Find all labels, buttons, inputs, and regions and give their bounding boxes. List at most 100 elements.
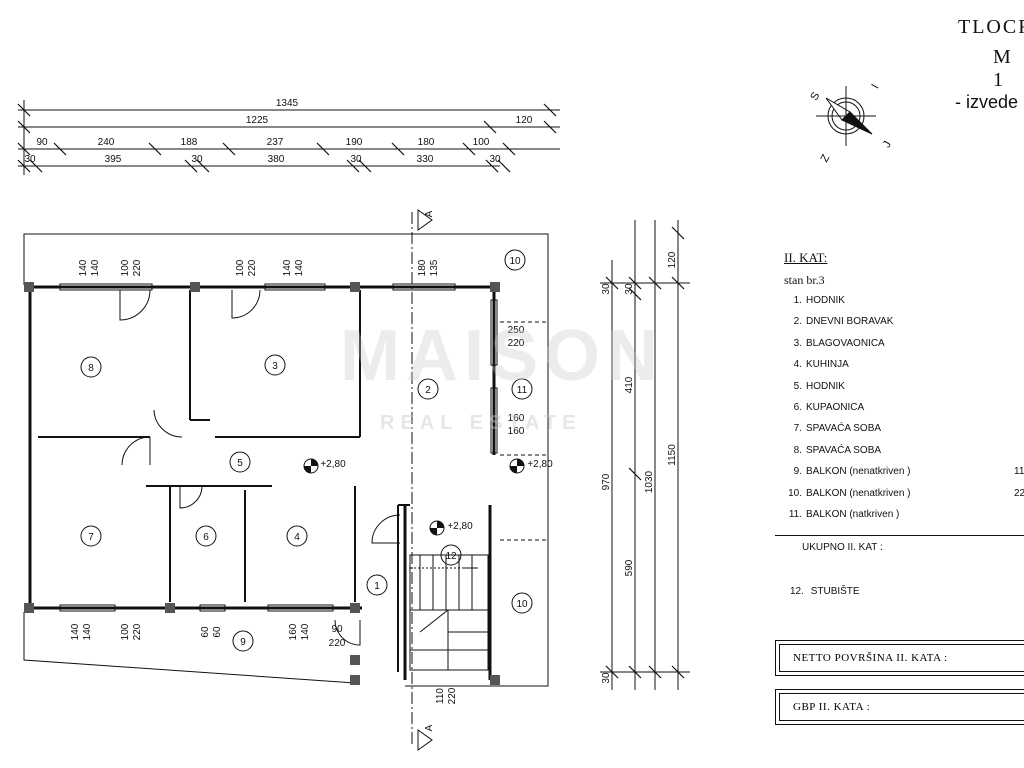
dim-open-bot-10: 220 [447,687,458,704]
drawing-title: TLOCR [958,16,1024,38]
legend-room-row: 1. HODNIK [778,295,1024,306]
watermark-subtitle: REAL ESTATE [380,412,582,434]
dim-row4-3: 380 [268,154,285,165]
legend-room-name: HODNIK [806,380,845,392]
compass-label-z: Z [819,152,833,164]
building-outline [23,233,549,687]
level-label-3: +2,80 [447,521,473,532]
dim-open-top-8: 180 [417,259,428,276]
legend-stair-num: 12. [790,586,804,597]
dim-right-outer: 1150 [667,444,678,466]
room-number-11: 11 [517,385,528,396]
dim-row4-5: 330 [417,154,434,165]
netto-area-box: NETTO POVRŠINA II. KATA : [775,640,1024,676]
dim-right-mid: 1030 [644,470,655,493]
dim-row2: 1225 [246,115,269,126]
legend-stair-row: 12. STUBIŠTE [790,586,860,597]
gbp-area-box: GBP II. KATA : [775,689,1024,725]
dim-row4-2: 30 [191,154,203,165]
dim-open-top-9: 135 [429,259,440,276]
dim-row2-extra: 120 [516,115,533,126]
legend-room-row: 11. BALKON (natkriven ) [778,509,1024,520]
section-arrow-top [417,209,433,231]
dim-open-bot-8: 90 [331,624,343,635]
dim-right-seg3: 590 [624,559,635,576]
dim-right-top-extra: 120 [667,251,678,268]
door-swings [119,289,401,646]
legend-room-name: KUHINJA [806,359,849,371]
room-number-2: 2 [425,385,431,396]
compass-label-s: S [808,90,822,102]
legend-room-name: SPAVAĆA SOBA [806,423,882,435]
legend-stair-name: STUBIŠTE [810,586,860,597]
legend-room-number: 10. [788,487,802,499]
legend-room-row: 9.BALKON (nenatkriven )11 [778,466,1024,477]
dim-open-bot-7: 140 [300,623,311,640]
gbp-area-label: GBP II. KATA : [793,701,871,713]
compass-icon [816,86,876,146]
legend-total-label: UKUPNO II. KAT : [802,542,883,553]
windows [59,283,498,612]
dim-row3-4: 190 [346,137,363,148]
drawing-scale: M 1 [993,46,1013,91]
compass-label-j: J [881,139,894,150]
legend-room-name: BALKON (natkriven ) [806,509,900,520]
dim-open-right-0: 250 [508,325,525,336]
legend-room-name: SPAVAĆA SOBA [806,444,882,456]
dim-open-right-1: 220 [508,338,525,349]
dim-row3-6: 100 [473,137,490,148]
legend-separator [775,535,1024,536]
dim-open-bot-2: 100 [120,623,131,640]
dim-row3-3: 237 [267,137,284,148]
legend-room-area: 11 [1014,466,1024,478]
dim-row4-4: 30 [350,154,362,165]
netto-area-label: NETTO POVRŠINA II. KATA : [793,652,948,664]
dim-open-top-1: 140 [90,259,101,276]
level-label-1: +2,80 [320,459,346,470]
dim-open-top-4: 100 [235,259,246,276]
dim-right-seg2: 410 [624,376,635,393]
room-number-4: 4 [294,532,300,543]
room-number-6: 6 [203,532,209,543]
room-number-1: 1 [374,581,380,592]
section-label-bottom: A [424,724,435,731]
dim-right-inner-total: 970 [601,473,612,490]
dim-open-top-6: 140 [282,259,293,276]
dim-overall: 1345 [276,98,299,109]
legend-room-number: 3. [793,337,802,349]
columns [24,282,500,685]
legend-room-number: 2. [793,316,802,328]
dim-open-top-2: 100 [120,259,131,276]
legend-room-number: 1. [793,295,802,306]
dim-open-bot-9: 220 [329,638,346,649]
room-number-9: 9 [240,637,246,648]
dim-row4-6: 30 [489,154,501,165]
balcony-outline [500,321,548,541]
dim-row4-1: 395 [105,154,122,165]
interior-walls [38,290,410,672]
room-number-3: 3 [272,361,278,372]
legend-room-row: 2.DNEVNI BORAVAK [778,316,1024,327]
drawing-subtitle: - izvede [955,92,1019,112]
dim-right-seg4: 30 [601,672,612,684]
legend-room-name: BLAGOVAONICA [806,337,885,349]
dim-right-seg1: 30 [624,283,635,295]
legend-room-number: 11. [788,509,802,520]
legend-unit: stan br.3 [784,273,825,287]
legend-room-name: KUPAONICA [806,402,865,413]
watermark-logo: MAISON [340,316,664,396]
legend-room-number: 5. [793,380,802,392]
dim-open-bot-6: 160 [288,623,299,640]
level-label-2: +2,80 [527,459,553,470]
legend-room-number: 8. [793,444,802,456]
legend-room-name: HODNIK [806,295,845,306]
legend-room-row: 10. BALKON (nenatkriven ) 22 [778,488,1024,499]
legend-room-row: 7.SPAVAĆA SOBA [778,423,1024,434]
compass-label-i: I [869,82,881,91]
room-circles [80,249,533,652]
room-number-12: 12 [445,551,457,562]
legend-room-name: BALKON (nenatkriven ) [806,487,911,499]
dim-open-bot-1: 140 [82,623,93,640]
legend-room-area: 22 [1014,487,1024,499]
